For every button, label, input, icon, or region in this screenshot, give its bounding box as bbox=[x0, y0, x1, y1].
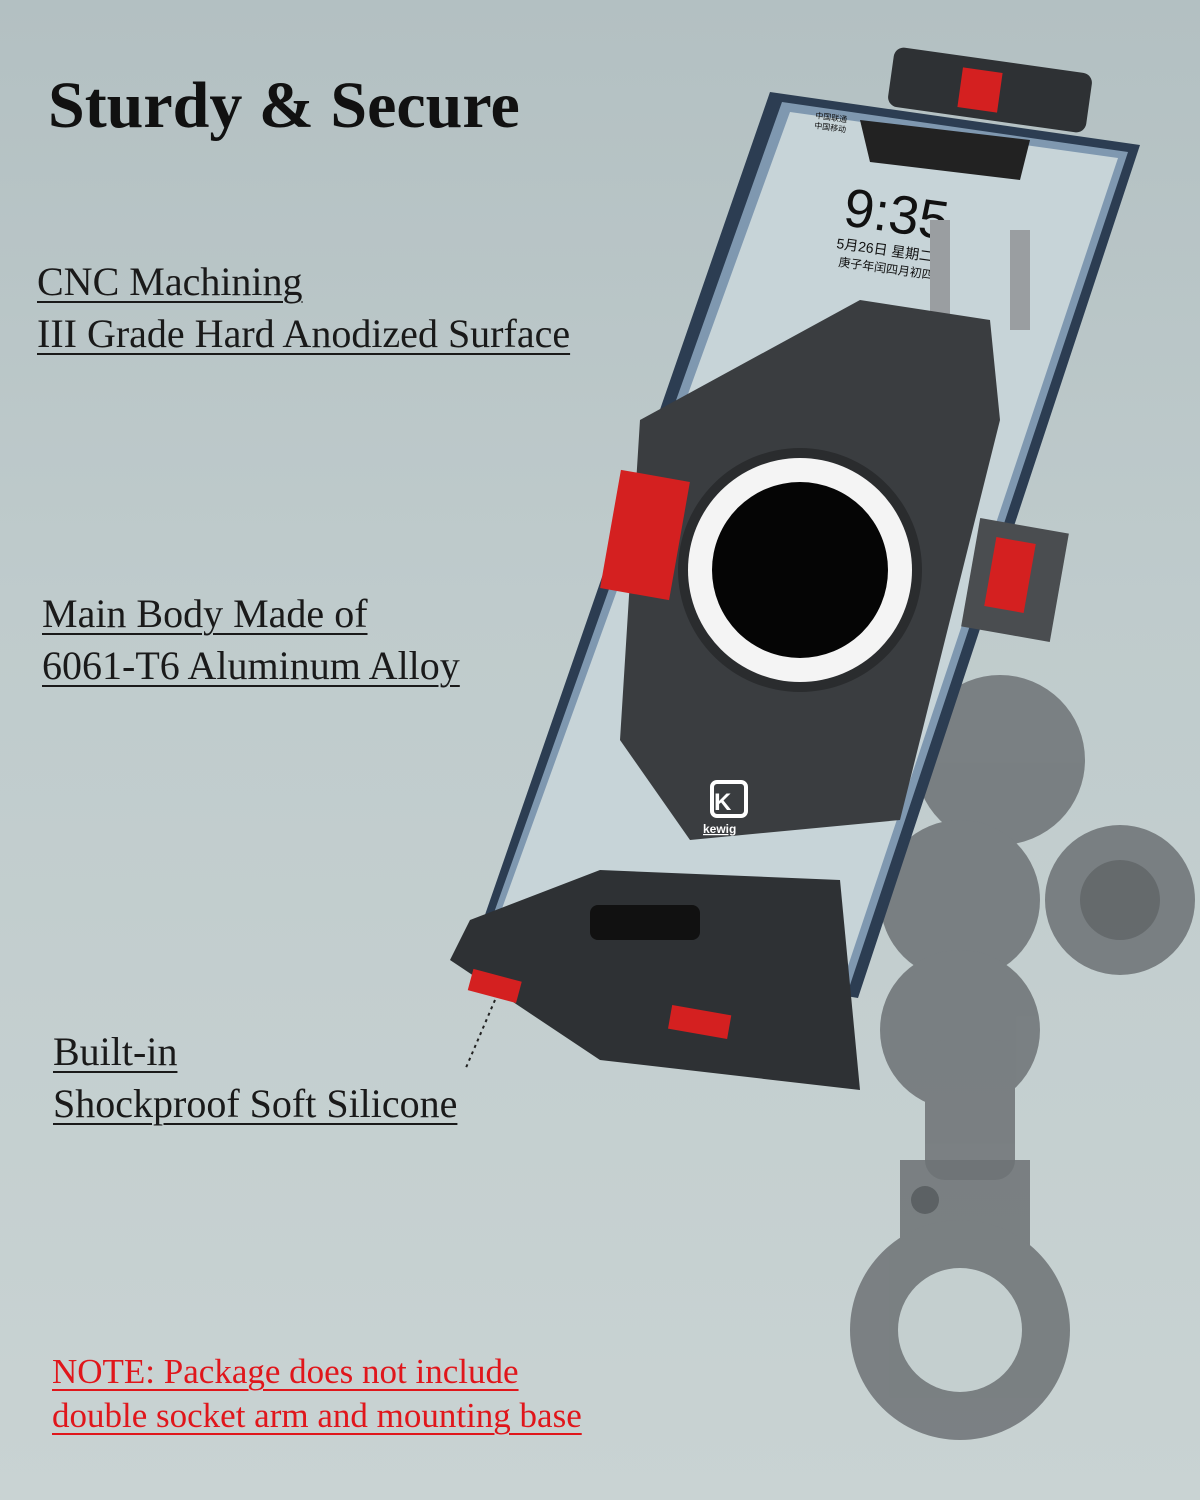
svg-text:kewig: kewig bbox=[703, 822, 736, 836]
feature-line: 6061-T6 Aluminum Alloy bbox=[42, 643, 460, 688]
note-line: NOTE: Package does not include bbox=[52, 1352, 519, 1391]
feature-cnc: CNC Machining III Grade Hard Anodized Su… bbox=[37, 256, 570, 360]
feature-line: Built-in bbox=[53, 1029, 178, 1074]
feature-silicone: Built-in Shockproof Soft Silicone bbox=[53, 1026, 457, 1130]
package-note: NOTE: Package does not include double so… bbox=[52, 1350, 582, 1438]
socket-arm bbox=[880, 675, 1195, 1180]
carrier-2: 中国移动 bbox=[814, 120, 847, 134]
kewig-logo: K kewig bbox=[703, 780, 748, 836]
feature-line: Main Body Made of bbox=[42, 591, 368, 636]
handlebar-clamp bbox=[850, 1160, 1070, 1440]
carrier-1: 中国联通 bbox=[815, 110, 848, 124]
holder-body bbox=[450, 47, 1092, 1090]
feature-line: CNC Machining bbox=[37, 259, 303, 304]
note-line: double socket arm and mounting base bbox=[52, 1396, 582, 1435]
feature-aluminum: Main Body Made of 6061-T6 Aluminum Alloy bbox=[42, 588, 460, 692]
page-title: Sturdy & Secure bbox=[48, 69, 520, 142]
feature-line: III Grade Hard Anodized Surface bbox=[37, 311, 571, 356]
feature-line: Shockproof Soft Silicone bbox=[53, 1081, 458, 1126]
svg-text:K: K bbox=[714, 789, 732, 816]
